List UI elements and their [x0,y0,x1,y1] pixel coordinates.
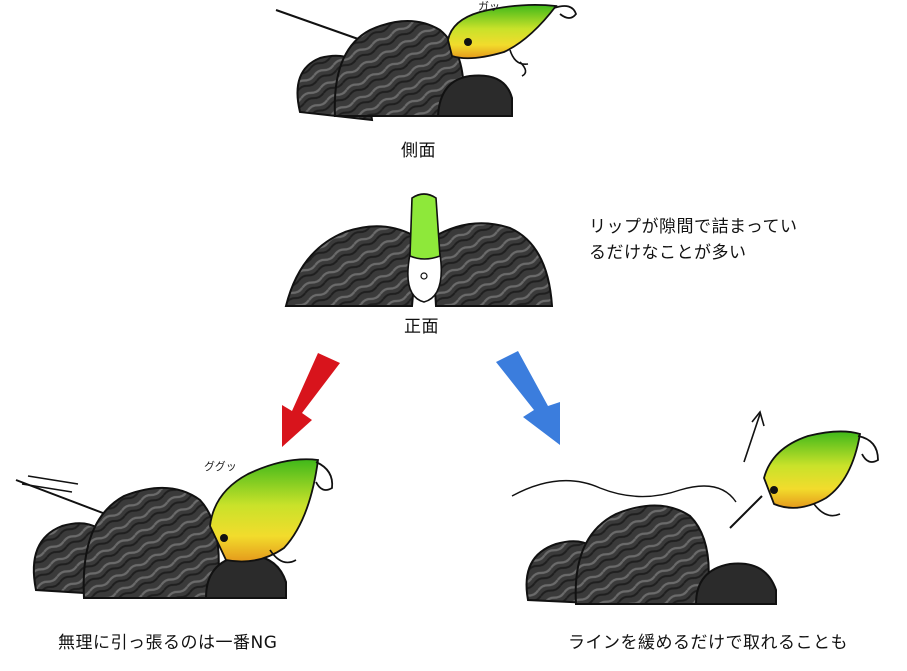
side-view-label: 側面 [401,141,436,161]
front-gap [407,253,443,303]
red-arrow-icon [282,353,340,447]
bad-case-illustration: ググッ [15,458,334,599]
sound-effect-bottom-left: ググッ [204,459,237,473]
side-view-illustration: ガッ [275,0,578,122]
explanation-note: リップが隙間で詰まってい るだけなことが多い [589,214,797,266]
crankbait-lure-front [409,193,441,260]
crankbait-lure-bad [209,458,334,564]
note-line-2: るだけなことが多い [589,243,747,263]
good-case-illustration [511,410,879,606]
front-view-illustration [284,193,554,307]
blue-arrow-icon [496,351,560,445]
sound-effect-top: ガッ [478,0,500,13]
bad-case-caption: 無理に引っ張るのは一番NG [58,633,278,653]
crankbait-lure-good [729,430,879,529]
front-view-label: 正面 [404,317,439,337]
rock-cluster [296,20,513,122]
note-line-1: リップが隙間で詰まってい [589,217,798,237]
crankbait-lure-side [447,3,578,77]
front-rocks [284,222,554,307]
good-case-caption: ラインを緩めるだけで取れることも [568,633,848,653]
